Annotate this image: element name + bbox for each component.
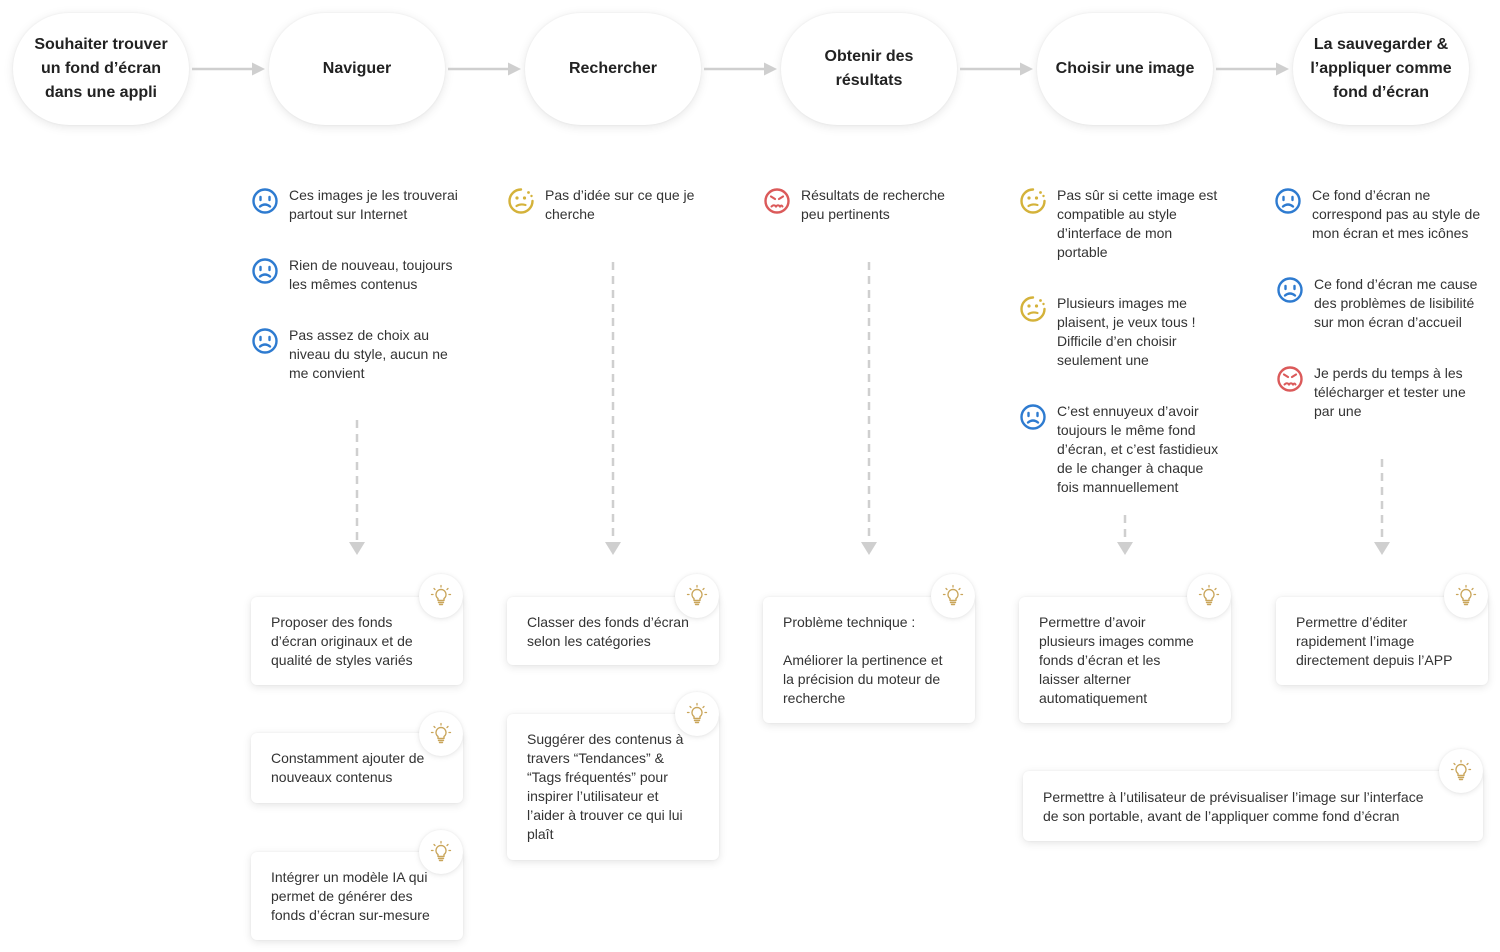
lightbulb-icon	[1444, 574, 1488, 618]
lightbulb-icon	[419, 712, 463, 756]
frustrated-face-icon	[251, 257, 279, 285]
step-obtenir-resultats: Obtenir des résultats	[781, 13, 957, 125]
dashed-down-arrow-icon	[605, 262, 621, 555]
step-choisir-image: Choisir une image	[1037, 13, 1213, 125]
right-arrow-icon	[1216, 62, 1290, 76]
dashed-down-arrow-icon	[1374, 459, 1390, 555]
angry-face-icon	[1276, 365, 1304, 393]
frustrated-face-icon	[1276, 276, 1304, 304]
dashed-down-arrow-icon	[1117, 515, 1133, 555]
right-arrow-icon	[704, 62, 778, 76]
step-sauvegarder: La sauvegarder & l’appliquer comme fond …	[1293, 13, 1469, 125]
pain-point: Ces images je les trouverai partout sur …	[289, 187, 458, 222]
lightbulb-icon	[419, 830, 463, 874]
angry-face-icon	[763, 187, 791, 215]
step-naviguer: Naviguer	[269, 13, 445, 125]
pain-point: Pas sûr si cette image est compatible au…	[1057, 187, 1218, 260]
pain-point: C’est ennuyeux d’avoir toujours le même …	[1057, 403, 1219, 495]
pain-point: Je perds du temps à les télécharger et t…	[1314, 365, 1466, 419]
confused-face-icon	[1019, 295, 1047, 323]
idea-card: Problème technique : Améliorer la pertin…	[763, 597, 975, 723]
idea-card: Suggérer des contenus à travers “Tendanc…	[507, 714, 719, 860]
lightbulb-icon	[675, 692, 719, 736]
dashed-down-arrow-icon	[861, 262, 877, 555]
idea-card: Permettre d’avoir plusieurs images comme…	[1019, 597, 1231, 723]
lightbulb-icon	[931, 574, 975, 618]
right-arrow-icon	[192, 62, 266, 76]
lightbulb-icon	[675, 574, 719, 618]
frustrated-face-icon	[251, 187, 279, 215]
frustrated-face-icon	[1274, 187, 1302, 215]
confused-face-icon	[1019, 187, 1047, 215]
step-rechercher: Rechercher	[525, 13, 701, 125]
pain-point: Résultats de recherche peu pertinents	[801, 187, 945, 222]
frustrated-face-icon	[1019, 403, 1047, 431]
right-arrow-icon	[960, 62, 1034, 76]
step-souhaiter: Souhaiter trouver un fond d’écran dans u…	[13, 13, 189, 125]
dashed-down-arrow-icon	[349, 420, 365, 555]
pain-point: Ce fond d’écran ne correspond pas au sty…	[1312, 187, 1481, 241]
frustrated-face-icon	[251, 327, 279, 355]
lightbulb-icon	[419, 574, 463, 618]
idea-card-wide: Permettre à l’utilisateur de prévisualis…	[1023, 771, 1483, 841]
lightbulb-icon	[1187, 574, 1231, 618]
right-arrow-icon	[448, 62, 522, 76]
pain-point: Rien de nouveau, toujours les mêmes cont…	[289, 257, 453, 292]
pain-point: Pas assez de choix au niveau du style, a…	[289, 327, 448, 381]
confused-face-icon	[507, 187, 535, 215]
pain-point: Ce fond d’écran me cause des problèmes d…	[1314, 276, 1478, 330]
lightbulb-icon	[1439, 749, 1483, 793]
pain-point: Pas d’idée sur ce que je cherche	[545, 187, 695, 222]
pain-point: Plusieurs images me plaisent, je veux to…	[1057, 295, 1196, 368]
